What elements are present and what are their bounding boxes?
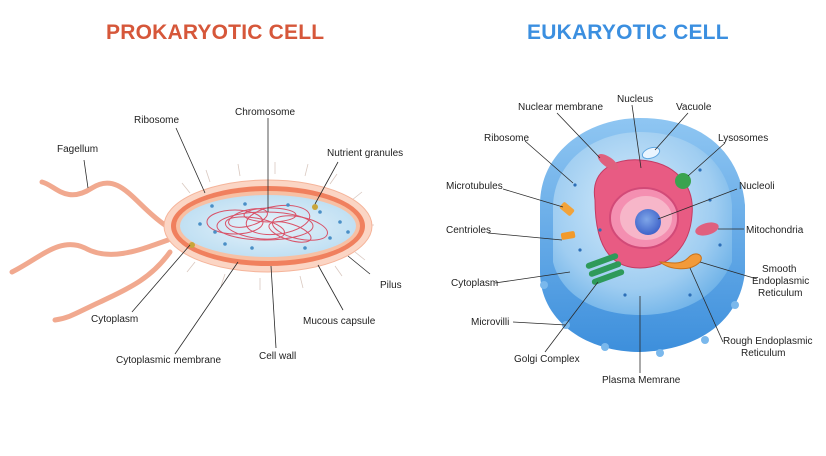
leader-mucous xyxy=(317,264,344,311)
label-microvilli: Microvilli xyxy=(471,317,509,328)
leader-euk-cytoplasm xyxy=(494,271,571,284)
centriole xyxy=(560,231,576,240)
label-smooth-er-line1: Smooth xyxy=(762,264,796,275)
leader-nucleus xyxy=(631,104,642,169)
leader-nutrient xyxy=(314,161,339,205)
chromosome xyxy=(206,204,328,243)
mitochondrion xyxy=(695,222,719,236)
leader-nuclear-membrane xyxy=(556,112,601,159)
label-fagellum: Fagellum xyxy=(57,144,98,155)
label-lysosomes: Lysosomes xyxy=(718,133,768,144)
golgi-complex xyxy=(585,253,625,285)
label-rough-er-line1: Rough Endoplasmic xyxy=(723,336,813,347)
leader-nucleoli xyxy=(657,188,738,220)
leader-golgi xyxy=(544,281,599,353)
label-cytoplasmic-membrane: Cytoplasmic membrane xyxy=(116,355,221,366)
leader-pro-cytoplasm xyxy=(131,244,191,313)
leader-microvilli xyxy=(512,321,567,326)
nucleolus xyxy=(635,209,661,235)
leader-pro-ribosome xyxy=(175,127,206,194)
label-cell-wall: Cell wall xyxy=(259,351,296,362)
label-pro-ribosome: Ribosome xyxy=(134,115,179,126)
leader-lysosomes xyxy=(687,142,726,177)
label-pro-cytoplasm: Cytoplasm xyxy=(91,314,138,325)
label-nutrient-granules: Nutrient granules xyxy=(327,148,403,159)
flagella xyxy=(9,179,173,323)
leader-centrioles xyxy=(487,232,563,241)
lysosome xyxy=(675,173,691,189)
leader-cytomem xyxy=(174,261,239,355)
microtubules-organelle xyxy=(559,202,575,216)
ribosomes xyxy=(198,202,350,250)
label-smooth-er-line3: Reticulum xyxy=(758,288,802,299)
nutrient-granule xyxy=(189,242,195,248)
label-mitochondria: Mitochondria xyxy=(746,225,804,236)
leader-pilus xyxy=(347,255,371,275)
leader-microtubules xyxy=(502,188,564,208)
pili xyxy=(167,162,374,290)
label-nuclear-membrane: Nuclear membrane xyxy=(518,102,603,113)
eukaryotic-cell: Nuclear membrane Nucleus Vacuole Ribosom… xyxy=(446,94,813,386)
leader-smooth-er xyxy=(699,261,758,280)
leader-euk-ribosome xyxy=(524,140,574,184)
label-chromosome: Chromosome xyxy=(235,107,295,118)
label-microtubules: Microtubules xyxy=(446,181,503,192)
label-pilus: Pilus xyxy=(380,280,402,291)
label-euk-ribosome: Ribosome xyxy=(484,133,529,144)
label-rough-er-line2: Reticulum xyxy=(741,348,785,359)
smooth-er xyxy=(658,253,702,270)
leader-fagellum xyxy=(83,159,89,189)
prokaryotic-title: PROKARYOTIC CELL xyxy=(106,21,325,44)
label-centrioles: Centrioles xyxy=(446,225,491,236)
leader-cellwall xyxy=(270,265,277,349)
mitochondrion xyxy=(597,153,619,171)
prokaryotic-cell: Fagellum Ribosome Chromosome Nutrient gr… xyxy=(9,107,403,366)
label-euk-cytoplasm: Cytoplasm xyxy=(451,278,498,289)
label-mucous-capsule: Mucous capsule xyxy=(303,316,376,327)
leader-rough-er xyxy=(689,267,724,343)
nutrient-granule xyxy=(312,204,318,210)
label-plasma-membrane: Plasma Memrane xyxy=(602,375,681,386)
leader-vacuole xyxy=(654,112,689,151)
label-vacuole: Vacuole xyxy=(676,102,712,113)
eukaryotic-ribosomes xyxy=(573,168,722,297)
label-nucleoli: Nucleoli xyxy=(739,181,775,192)
label-golgi-complex: Golgi Complex xyxy=(514,354,580,365)
eukaryotic-title: EUKARYOTIC CELL xyxy=(527,21,729,44)
label-nucleus: Nucleus xyxy=(617,94,653,105)
label-smooth-er-line2: Endoplasmic xyxy=(752,276,809,287)
